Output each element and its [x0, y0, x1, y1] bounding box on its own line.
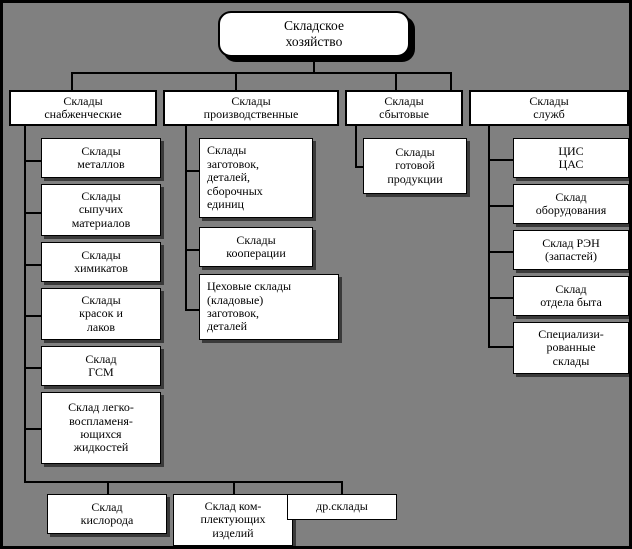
connector-stub-production-2 [185, 249, 201, 251]
connector-stub-supply-6 [24, 428, 43, 430]
leaf-label-bulk-materials: Склады сыпучих материалов [71, 188, 131, 230]
connector-drop-services [450, 72, 452, 90]
leaf-node-blanks-parts-assembly: Склады заготовок, деталей, сборочных еди… [199, 138, 313, 218]
level2-label-supply: Склады снабженческие [44, 93, 122, 121]
level2-node-supply: Склады снабженческие [9, 90, 157, 126]
root-node-label: Складское хозяйство [284, 17, 344, 49]
leaf-node-cis-cas: ЦИС ЦАС [513, 138, 629, 178]
leaf-label-finished-products: Склады готовой продукции [387, 144, 443, 186]
leaf-label-spare-parts: Склад РЭН (запастей) [542, 235, 600, 263]
leaf-label-shop-storerooms: Цеховые склады (кладовые) заготовок, дет… [207, 279, 292, 334]
level2-label-services: Склады служб [529, 93, 569, 121]
leaf-label-chemicals: Склады химикатов [74, 247, 128, 275]
leaf-label-specialized: Специализи- рованные склады [538, 326, 604, 368]
leaf-label-cis-cas: ЦИС ЦАС [558, 143, 584, 171]
leaf-node-other-warehouses: др.склады [287, 494, 397, 520]
leaf-label-equipment: Склад оборудования [535, 189, 607, 217]
connector-stub-services-3 [488, 251, 515, 253]
connector-drop-other [341, 481, 343, 495]
connector-drop-production [235, 72, 237, 90]
leaf-node-shop-storerooms: Цеховые склады (кладовые) заготовок, дет… [199, 274, 339, 340]
connector-stub-services-2 [488, 205, 515, 207]
connector-stub-production-1 [185, 170, 201, 172]
connector-drop-components [233, 481, 235, 495]
leaf-label-metal-warehouses: Склады металлов [77, 143, 125, 171]
level2-node-sales: Склады сбытовые [345, 90, 463, 126]
leaf-node-bulk-materials: Склады сыпучих материалов [41, 184, 161, 236]
level2-label-sales: Склады сбытовые [379, 93, 429, 121]
level2-node-production: Склады производственные [163, 90, 339, 126]
connector-drop-sales [395, 72, 397, 90]
level2-node-services: Склады служб [469, 90, 629, 126]
connector-trunk-services [488, 126, 490, 348]
connector-stub-services-1 [488, 159, 515, 161]
level2-label-production: Склады производственные [203, 93, 299, 121]
connector-trunk-supply [24, 126, 26, 482]
connector-drop-supply [71, 72, 73, 90]
connector-stub-production-3 [185, 309, 201, 311]
connector-stub-supply-1 [24, 160, 43, 162]
connector-trunk-production [185, 126, 187, 311]
connector-stub-supply-2 [24, 212, 43, 214]
leaf-label-blanks-parts-assembly: Склады заготовок, деталей, сборочных еди… [207, 143, 263, 212]
leaf-node-oxygen: Склад кислорода [47, 494, 167, 534]
connector-stub-supply-5 [24, 367, 43, 369]
connector-drop-oxygen [107, 481, 109, 495]
leaf-node-finished-products: Склады готовой продукции [363, 138, 467, 194]
leaf-node-specialized: Специализи- рованные склады [513, 322, 629, 374]
leaf-label-cooperation: Склады кооперации [226, 232, 286, 260]
leaf-node-flammable-liquids: Склад легко- воспламеня- ющихся жидкосте… [41, 392, 161, 464]
leaf-node-metal-warehouses: Склады металлов [41, 138, 161, 178]
connector-stub-services-4 [488, 297, 515, 299]
connector-bottom-bar [24, 481, 343, 483]
connector-stub-supply-4 [24, 315, 43, 317]
leaf-label-components: Склад ком- плектующих изделий [200, 498, 266, 540]
leaf-node-fuel-lubricants: Склад ГСМ [41, 346, 161, 386]
leaf-node-chemicals: Склады химикатов [41, 242, 161, 282]
leaf-label-other-warehouses: др.склады [316, 499, 368, 514]
leaf-node-cooperation: Склады кооперации [199, 227, 313, 267]
leaf-label-welfare-department: Склад отдела быта [540, 281, 602, 309]
leaf-label-fuel-lubricants: Склад ГСМ [85, 351, 117, 379]
leaf-node-equipment: Склад оборудования [513, 184, 629, 224]
root-node-warehouse-management: Складское хозяйство [218, 11, 410, 57]
leaf-node-spare-parts: Склад РЭН (запастей) [513, 230, 629, 270]
leaf-node-paints-varnishes: Склады красок и лаков [41, 288, 161, 340]
leaf-label-oxygen: Склад кислорода [80, 499, 134, 527]
leaf-label-paints-varnishes: Склады красок и лаков [79, 292, 123, 334]
leaf-label-flammable-liquids: Склад легко- воспламеня- ющихся жидкосте… [68, 400, 134, 455]
connector-stub-services-5 [488, 346, 515, 348]
connector-level2-bar [71, 72, 452, 74]
connector-stub-supply-3 [24, 264, 43, 266]
leaf-node-welfare-department: Склад отдела быта [513, 276, 629, 316]
connector-trunk-sales [355, 126, 357, 168]
leaf-node-components: Склад ком- плектующих изделий [173, 494, 293, 546]
connector-root-stem [313, 59, 315, 73]
